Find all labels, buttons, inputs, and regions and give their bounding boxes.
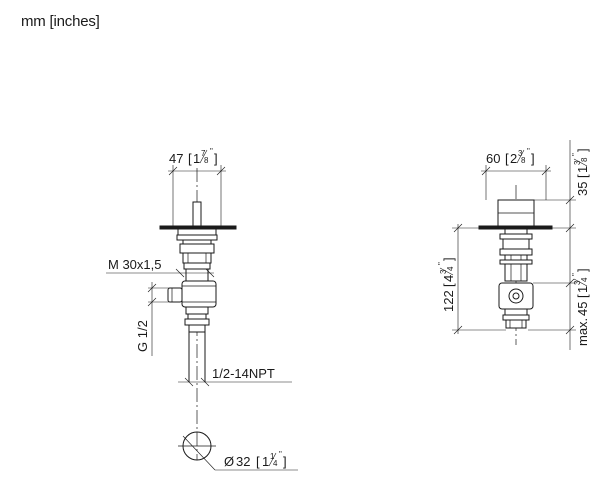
svg-text:1: 1 — [270, 452, 275, 461]
svg-text:": " — [279, 450, 282, 459]
svg-text:8: 8 — [521, 156, 526, 165]
front-view: 47 [ 1 7 8 " ] — [106, 147, 298, 471]
svg-text:Ø: Ø — [224, 454, 234, 469]
svg-text:G 1/2: G 1/2 — [135, 320, 150, 352]
svg-text:": " — [437, 262, 446, 265]
svg-text:]: ] — [283, 454, 287, 469]
svg-text:3: 3 — [439, 269, 448, 274]
svg-text:[: [ — [441, 283, 456, 287]
svg-text:1: 1 — [262, 454, 269, 469]
body-height-dimension: 122 [ 4 3 4 " ] — [437, 223, 506, 335]
side-view: 60 [ 2 3 8 " ] — [437, 140, 590, 350]
svg-text:[: [ — [256, 454, 260, 469]
svg-text:": " — [527, 147, 530, 156]
side-width-dimension: 60 [ 2 3 8 " ] — [481, 147, 551, 200]
svg-text:1/2-14NPT: 1/2-14NPT — [212, 366, 275, 381]
svg-text:": " — [571, 153, 580, 156]
svg-text:]: ] — [531, 151, 535, 166]
svg-text:": " — [571, 273, 580, 276]
svg-text:4: 4 — [446, 266, 455, 271]
svg-text:[: [ — [575, 174, 590, 178]
svg-text:45: 45 — [575, 302, 590, 316]
svg-text:32: 32 — [236, 454, 250, 469]
svg-text:3: 3 — [518, 149, 523, 158]
svg-text:[: [ — [188, 151, 192, 166]
svg-text:]: ] — [575, 148, 590, 152]
svg-text:4: 4 — [580, 277, 589, 282]
svg-text:]: ] — [575, 268, 590, 272]
svg-text:2: 2 — [510, 151, 517, 166]
svg-text:": " — [210, 147, 213, 156]
svg-text:4: 4 — [273, 459, 278, 468]
svg-text:M 30x1,5: M 30x1,5 — [108, 257, 161, 272]
svg-text:]: ] — [441, 257, 456, 261]
svg-text:8: 8 — [580, 157, 589, 162]
svg-text:3: 3 — [573, 160, 582, 165]
max-depth-dimension: max. 45 [ 1 3 4 " ] — [528, 232, 590, 350]
svg-text:3: 3 — [573, 280, 582, 285]
svg-text:35: 35 — [575, 182, 590, 196]
svg-text:122: 122 — [441, 290, 456, 312]
svg-text:8: 8 — [204, 156, 209, 165]
svg-text:47: 47 — [169, 151, 183, 166]
svg-text:[: [ — [505, 151, 509, 166]
top-height-dimension: 35 [ 1 3 8 " ] — [534, 140, 590, 233]
mounting-hole: Ø 32 [ 1 1 4 " ] — [178, 431, 298, 471]
svg-text:1: 1 — [575, 166, 590, 173]
units-label: mm [inches] — [21, 13, 100, 30]
svg-text:7: 7 — [201, 149, 206, 158]
thread-label: M 30x1,5 — [106, 257, 215, 278]
svg-text:]: ] — [214, 151, 218, 166]
svg-text:1: 1 — [193, 151, 200, 166]
connection-label: G 1/2 — [135, 282, 180, 356]
pipe-thread-label: 1/2-14NPT — [178, 366, 292, 387]
svg-text:60: 60 — [486, 151, 500, 166]
svg-text:max.: max. — [575, 318, 590, 346]
svg-text:1: 1 — [575, 286, 590, 293]
svg-text:4: 4 — [441, 275, 456, 282]
svg-text:[: [ — [575, 294, 590, 298]
front-width-dimension: 47 [ 1 7 8 " ] — [169, 147, 218, 166]
